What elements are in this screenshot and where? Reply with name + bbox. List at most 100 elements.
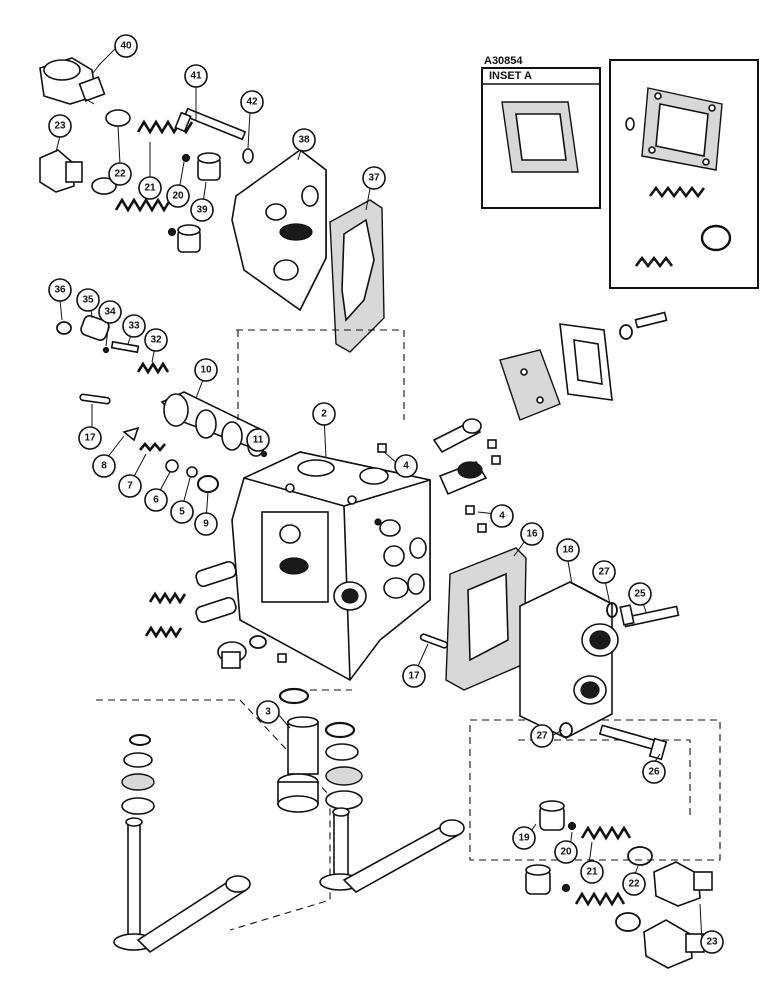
- callout-5-label: 5: [179, 507, 185, 518]
- callout-26: 26: [642, 760, 666, 784]
- spring-32: [136, 361, 170, 375]
- fitting-23-bottom-a: [653, 861, 713, 907]
- callout-3-label: 3: [265, 707, 271, 718]
- cover-38: [231, 149, 327, 312]
- nut-upper-a: [487, 439, 497, 449]
- end-cover-18: [519, 581, 619, 739]
- callout-27-upper-label: 27: [598, 567, 610, 578]
- callout-3: 3: [256, 700, 280, 724]
- plug-housing: [217, 641, 247, 669]
- pin-17-right: [419, 633, 449, 649]
- callout-42-label: 42: [246, 97, 258, 108]
- gasket-small-right: [499, 349, 561, 421]
- callout-7: 7: [118, 474, 142, 498]
- pin-33: [110, 340, 140, 354]
- inset-a: A30854 INSET A: [481, 55, 759, 289]
- callout-40-label: 40: [120, 41, 132, 52]
- callout-21-bottom-label: 21: [586, 867, 598, 878]
- callout-34-label: 34: [104, 307, 116, 318]
- figure-code: A30854: [484, 55, 523, 67]
- ball-11: [260, 450, 268, 458]
- callout-32: 32: [144, 328, 168, 352]
- callout-22-top: 22: [108, 162, 132, 186]
- callout-20-top: 20: [166, 184, 190, 208]
- guide-right-inner: [518, 739, 691, 820]
- callout-22-bottom: 22: [622, 872, 646, 896]
- callout-10-label: 10: [200, 365, 212, 376]
- gasket-16: [445, 547, 527, 691]
- plug-19-b: [525, 864, 551, 895]
- callout-41: 41: [184, 64, 208, 88]
- callout-5: 5: [170, 500, 194, 524]
- callout-20-bottom: 20: [554, 840, 578, 864]
- callout-23-bottom-label: 23: [706, 937, 718, 948]
- callout-18: 18: [556, 538, 580, 562]
- guide-left-shaft: [96, 699, 331, 931]
- callout-36-label: 36: [54, 285, 66, 296]
- bushing-left-stack: [121, 797, 155, 815]
- small-plug: [277, 653, 287, 663]
- callout-23-top-label: 23: [54, 121, 66, 132]
- callout-42: 42: [240, 90, 264, 114]
- shaft-arm-left: [113, 817, 251, 954]
- elbow-fitting: [39, 57, 106, 105]
- callout-20-bottom-label: 20: [560, 847, 572, 858]
- callout-23-bottom: 23: [700, 930, 724, 954]
- callout-9-label: 9: [203, 519, 209, 530]
- nut-4-mid-a: [465, 505, 475, 515]
- ring-left-stack: [129, 734, 151, 746]
- callout-4-mid: 4: [490, 504, 514, 528]
- plug-39-b: [177, 224, 201, 253]
- ball-20-a: [181, 153, 191, 163]
- inset-spring-2: [634, 255, 674, 269]
- inset-ring: [625, 117, 635, 131]
- nut-4-top: [377, 443, 387, 453]
- poppet-lower: [195, 596, 237, 624]
- ball-6: [165, 459, 179, 473]
- callout-17-left-label: 17: [84, 433, 96, 444]
- oring-9: [197, 475, 219, 493]
- callout-18-label: 18: [562, 545, 574, 556]
- washer-left-stack: [123, 752, 153, 768]
- shaft-arm-right: [319, 807, 465, 893]
- bolt-26: [598, 724, 668, 761]
- callout-2: 2: [312, 402, 336, 426]
- oring-center-right: [324, 721, 356, 739]
- bolt-25: [619, 604, 680, 628]
- washer-27-lower: [559, 722, 573, 738]
- spring-21-top-b: [114, 197, 172, 213]
- callout-20-top-label: 20: [172, 191, 184, 202]
- callout-9: 9: [194, 512, 218, 536]
- ball-20-b: [167, 227, 177, 237]
- oring-22-bottom-a: [627, 846, 653, 866]
- oring-upper-center: [278, 687, 310, 705]
- callout-27-upper: 27: [592, 560, 616, 584]
- callout-21-bottom: 21: [580, 860, 604, 884]
- callout-41-label: 41: [190, 71, 202, 82]
- inset-gasket: [501, 101, 579, 173]
- callout-27-lower: 27: [530, 724, 554, 748]
- inset-label: INSET A: [489, 70, 532, 82]
- oring-22-bottom-b: [615, 912, 641, 932]
- callout-21-top-label: 21: [144, 183, 156, 194]
- callout-37: 37: [362, 166, 386, 190]
- callout-4-top-label: 4: [403, 461, 409, 472]
- callout-19-label: 19: [518, 833, 530, 844]
- bushing-center: [277, 773, 319, 813]
- washer-center-right: [325, 743, 359, 761]
- callout-33: 33: [122, 314, 146, 338]
- callout-11: 11: [246, 428, 270, 452]
- callout-8: 8: [92, 454, 116, 478]
- callout-4-mid-label: 4: [499, 511, 505, 522]
- callout-19: 19: [512, 826, 536, 850]
- callout-6: 6: [144, 488, 168, 512]
- callout-2-label: 2: [321, 409, 327, 420]
- oring-plug: [249, 635, 267, 649]
- oring-22-top-b: [91, 177, 117, 195]
- callout-16: 16: [520, 522, 544, 546]
- ball-20-bottom-a: [567, 821, 577, 831]
- bolt-right: [634, 311, 668, 329]
- ball-20-bottom-b: [561, 883, 571, 893]
- callout-40: 40: [114, 34, 138, 58]
- callout-36: 36: [48, 278, 72, 302]
